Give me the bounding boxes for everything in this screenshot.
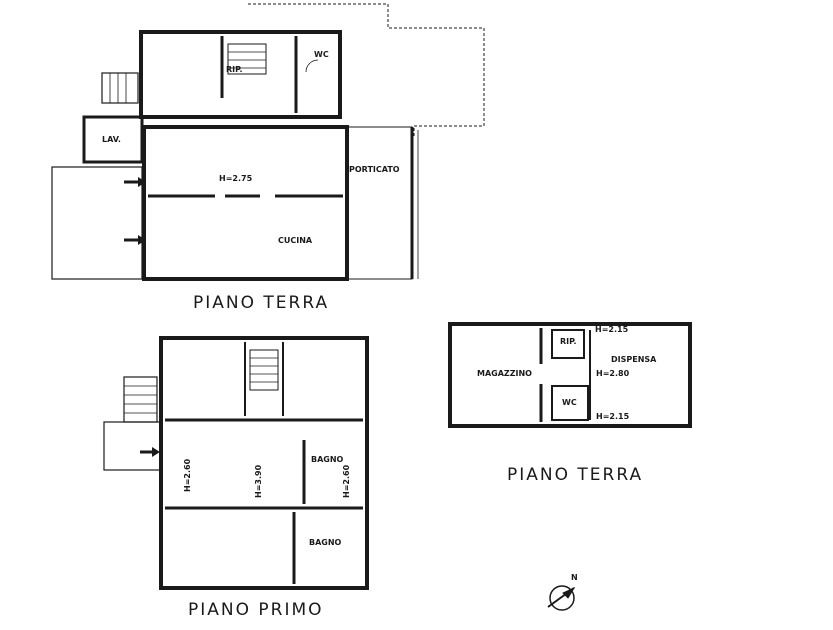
label-wc: WC xyxy=(314,50,329,59)
first-stair-block xyxy=(249,349,279,391)
porticato-area xyxy=(346,126,413,280)
label-dispensa: DISPENSA xyxy=(611,355,657,364)
pergola-outline xyxy=(248,3,485,138)
label-h260-right: H=2.60 xyxy=(342,464,351,498)
annex-rip-room xyxy=(551,329,585,359)
upper-block-walls xyxy=(139,30,342,119)
exterior-stair xyxy=(101,72,139,104)
label-bagno-2: BAGNO xyxy=(309,538,342,547)
title-piano-terra-main: PIANO TERRA xyxy=(193,293,329,313)
annex-walls xyxy=(448,322,692,428)
label-h260-left: H=2.60 xyxy=(183,458,192,492)
label-height-main: H=2.75 xyxy=(219,174,253,183)
title-piano-primo: PIANO PRIMO xyxy=(188,600,324,620)
main-block-walls xyxy=(142,125,349,281)
plan-annex xyxy=(448,322,692,428)
title-piano-terra-annex: PIANO TERRA xyxy=(507,465,643,485)
north-label: N xyxy=(571,573,578,582)
annex-wc-room xyxy=(551,385,589,421)
plan-piano-primo xyxy=(103,336,369,590)
label-bagno-1: BAGNO xyxy=(311,455,344,464)
plan-piano-terra-main xyxy=(51,3,485,281)
entry-arrow-heads xyxy=(138,177,146,245)
label-cucina: CUCINA xyxy=(278,236,313,245)
label-rip: RIP. xyxy=(226,65,243,74)
label-annex-h2: H=2.80 xyxy=(596,369,630,378)
label-h390: H=3.90 xyxy=(254,464,263,498)
first-balcony xyxy=(103,421,162,471)
first-exterior-stair xyxy=(123,376,158,423)
north-arrow xyxy=(547,585,576,611)
label-annex-rip: RIP. xyxy=(560,337,577,346)
label-annex-h3: H=2.15 xyxy=(596,412,630,421)
label-porticato: PORTICATO xyxy=(349,165,400,174)
stair-block xyxy=(227,43,267,75)
label-annex-h1: H=2.15 xyxy=(595,325,629,334)
label-annex-wc: WC xyxy=(562,398,577,407)
left-terrace xyxy=(51,166,143,280)
label-lav: LAV. xyxy=(102,135,121,144)
label-magazzino: MAGAZZINO xyxy=(477,369,532,378)
